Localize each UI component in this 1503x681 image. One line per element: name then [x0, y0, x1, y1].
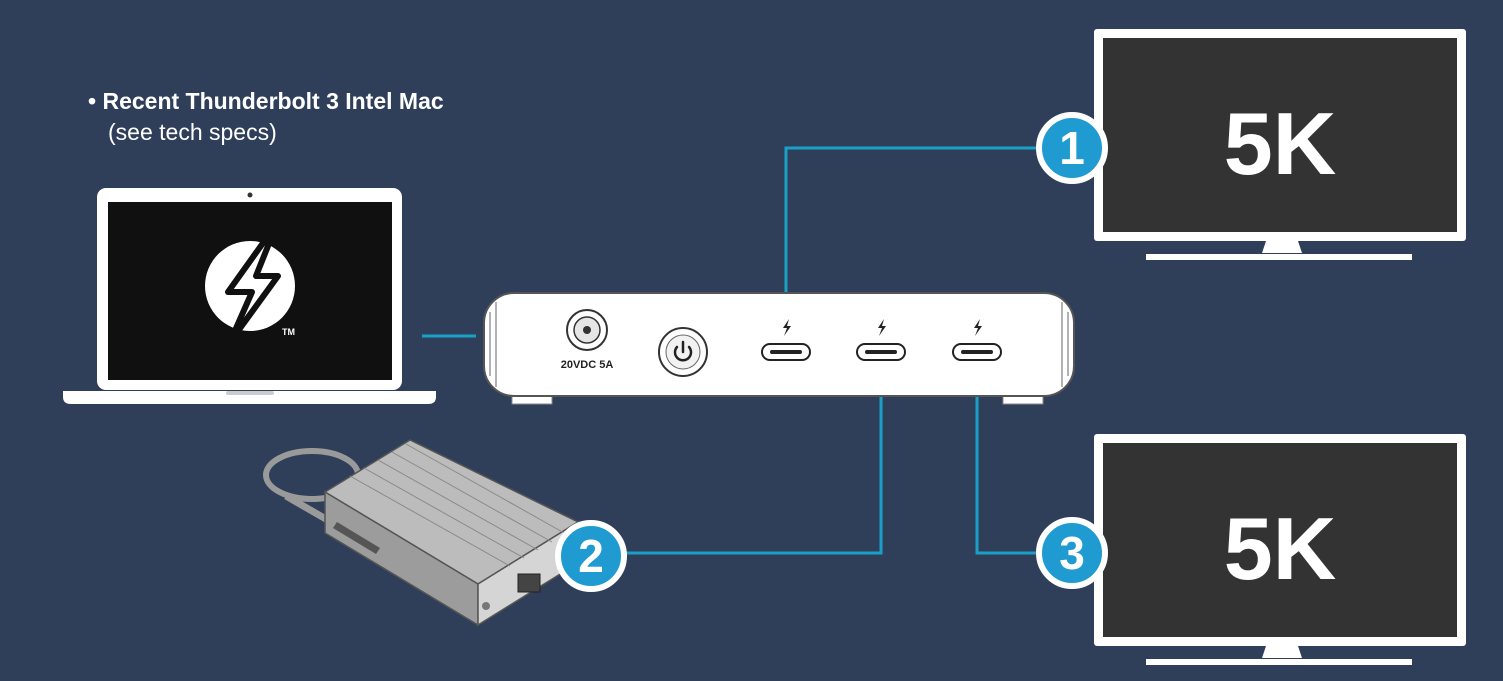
requirement-subtitle: (see tech specs)	[108, 119, 277, 145]
thunderbolt-port-1	[761, 319, 811, 361]
badge-3: 3	[1036, 517, 1108, 589]
thunderbolt-bolt-icon	[783, 319, 791, 336]
display-3: 5K	[1094, 434, 1466, 665]
cable-display-3	[975, 375, 1040, 555]
badge-2: 2	[555, 520, 627, 592]
ethernet-port	[517, 573, 541, 593]
adapter-led	[482, 602, 490, 610]
power-button	[658, 327, 708, 377]
dc-power-jack	[566, 309, 608, 351]
thunderbolt-logo-icon: TM	[205, 233, 295, 345]
camera-icon	[247, 192, 253, 198]
adapter	[263, 439, 580, 627]
power-label: 20VDC 5A	[561, 359, 614, 371]
badge-1-number: 1	[1059, 122, 1085, 174]
thunderbolt-port-3	[952, 319, 1002, 361]
requirement-note: • Recent Thunderbolt 3 Intel Mac (see te…	[88, 86, 444, 148]
dock: 20VDC 5A	[483, 292, 1075, 405]
bullet: •	[88, 88, 97, 114]
badge-2-number: 2	[578, 530, 604, 582]
display-1: 5K	[1094, 29, 1466, 260]
badge-1: 1	[1036, 112, 1108, 184]
badge-3-number: 3	[1059, 527, 1085, 579]
thunderbolt-port-2	[856, 319, 906, 361]
display-1-label: 5K	[1224, 94, 1337, 193]
laptop: TM	[63, 188, 436, 404]
display-3-screen	[1103, 443, 1457, 637]
power-icon	[673, 340, 693, 362]
thunderbolt-bolt-icon	[974, 319, 982, 336]
display-1-screen	[1103, 38, 1457, 232]
trademark-label: TM	[282, 327, 295, 337]
thunderbolt-bolt-icon	[878, 319, 886, 336]
requirement-title: Recent Thunderbolt 3 Intel Mac	[102, 88, 444, 114]
thunderbolt-cable-plug	[333, 522, 380, 554]
cables	[422, 146, 1040, 555]
display-3-label: 5K	[1224, 499, 1337, 598]
cable-display-1	[784, 146, 1040, 318]
cable-adapter-2	[620, 375, 883, 555]
